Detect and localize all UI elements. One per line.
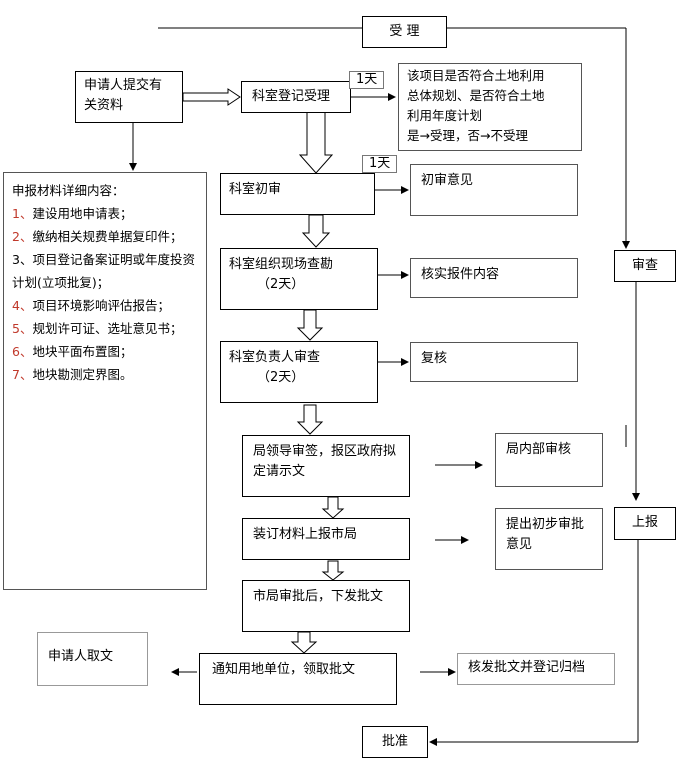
notify-unit-label: 通知用地单位，领取批文: [212, 662, 356, 677]
recheck-box: 复核: [410, 342, 578, 382]
materials-item-3: 3、项目登记备案证明或年度投资计划(立项批复)；: [12, 248, 198, 294]
site-survey-line-1: 科室组织现场查勘: [229, 257, 334, 272]
bind-submit-box: 装订材料上报市局: [242, 518, 410, 560]
approve-label: 批准: [381, 734, 408, 749]
issue-archive-box: 核发批文并登记归档: [457, 653, 615, 685]
head-review-box: 科室负责人审查 （2天）: [220, 341, 378, 403]
materials-item-3-text: 项目登记备案证明或年度投资计划(立项批复)；: [12, 252, 195, 290]
report-up-label: 上报: [631, 515, 658, 530]
applicant-submit-box: 申请人提交有关资料: [75, 71, 183, 123]
approve-box: 批准: [362, 726, 428, 758]
issue-archive-label: 核发批文并登记归档: [468, 660, 586, 675]
materials-item-1: 1、建设用地申请表；: [12, 202, 198, 225]
accept-box: 受 理: [362, 16, 447, 48]
materials-item-6-text: 地块平面布置图；: [32, 344, 133, 359]
bureau-sign-box: 局领导审签，报区政府拟定请示文: [242, 435, 410, 497]
materials-item-7-num: 7、: [12, 367, 33, 382]
check-note-line-1: 该项目是否符合土地利用: [407, 68, 545, 83]
materials-item-3-num: 3、: [12, 252, 33, 267]
day-badge-1-label: 1天: [356, 72, 378, 87]
first-review-box: 科室初审: [220, 173, 375, 215]
examine-label: 审查: [631, 258, 658, 273]
materials-item-6-num: 6、: [12, 344, 33, 359]
first-opinion-box: 初审意见: [410, 164, 578, 216]
accept-label: 受 理: [389, 24, 420, 39]
materials-item-4-text: 项目环境影响评估报告；: [32, 298, 170, 313]
preliminary-opinion-label: 提出初步审批意见: [506, 517, 585, 552]
verify-content-box: 核实报件内容: [410, 258, 578, 298]
check-note-box: 该项目是否符合土地利用 总体规划、是否符合土地 利用年度计划 是→受理，否→不受…: [398, 63, 582, 151]
materials-item-2-num: 2、: [12, 229, 33, 244]
first-review-label: 科室初审: [229, 182, 282, 197]
materials-item-5-num: 5、: [12, 321, 33, 336]
bureau-sign-label: 局领导审签，报区政府拟定请示文: [253, 444, 397, 479]
materials-item-4-num: 4、: [12, 298, 33, 313]
examine-box: 审查: [614, 250, 676, 282]
materials-box: 申报材料详细内容： 1、建设用地申请表； 2、缴纳相关规费单据复印件； 3、项目…: [3, 172, 207, 590]
check-note-line-2: 总体规划、是否符合土地: [407, 88, 545, 103]
applicant-get-label: 申请人取文: [48, 649, 114, 664]
check-note-line-3: 利用年度计划: [407, 108, 483, 123]
day-badge-2: 1天: [362, 155, 398, 173]
city-approval-box: 市局审批后，下发批文: [242, 580, 410, 632]
head-review-line-1: 科室负责人审查: [229, 350, 321, 365]
verify-content-label: 核实报件内容: [421, 267, 500, 282]
notify-unit-box: 通知用地单位，领取批文: [199, 653, 397, 705]
materials-item-4: 4、项目环境影响评估报告；: [12, 294, 198, 317]
recheck-label: 复核: [421, 351, 448, 366]
first-opinion-label: 初审意见: [421, 173, 474, 188]
materials-item-1-num: 1、: [12, 206, 33, 221]
section-register-box: 科室登记受理: [241, 81, 351, 113]
bind-submit-label: 装订材料上报市局: [253, 527, 358, 542]
section-register-label: 科室登记受理: [252, 89, 331, 104]
materials-title: 申报材料详细内容：: [12, 183, 125, 198]
report-up-box: 上报: [614, 507, 676, 540]
applicant-get-box: 申请人取文: [37, 632, 148, 686]
materials-item-7: 7、地块勘测定界图。: [12, 363, 198, 386]
preliminary-opinion-box: 提出初步审批意见: [495, 508, 603, 570]
materials-item-5-text: 规划许可证、选址意见书；: [32, 321, 183, 336]
check-note-line-4: 是→受理，否→不受理: [407, 128, 528, 143]
materials-item-6: 6、地块平面布置图；: [12, 340, 198, 363]
materials-item-1-text: 建设用地申请表；: [32, 206, 133, 221]
internal-review-label: 局内部审核: [506, 442, 572, 457]
site-survey-line-2: （2天）: [257, 277, 305, 292]
materials-item-5: 5、规划许可证、选址意见书；: [12, 317, 198, 340]
materials-item-2-text: 缴纳相关规费单据复印件；: [32, 229, 183, 244]
day-badge-2-label: 1天: [369, 156, 391, 171]
city-approval-label: 市局审批后，下发批文: [253, 589, 384, 604]
applicant-submit-label: 申请人提交有关资料: [84, 78, 163, 113]
day-badge-1: 1天: [349, 71, 385, 89]
site-survey-box: 科室组织现场查勘 （2天）: [220, 248, 378, 310]
materials-item-2: 2、缴纳相关规费单据复印件；: [12, 225, 198, 248]
materials-item-7-text: 地块勘测定界图。: [32, 367, 133, 382]
head-review-line-2: （2天）: [257, 370, 305, 385]
internal-review-box: 局内部审核: [495, 433, 603, 487]
